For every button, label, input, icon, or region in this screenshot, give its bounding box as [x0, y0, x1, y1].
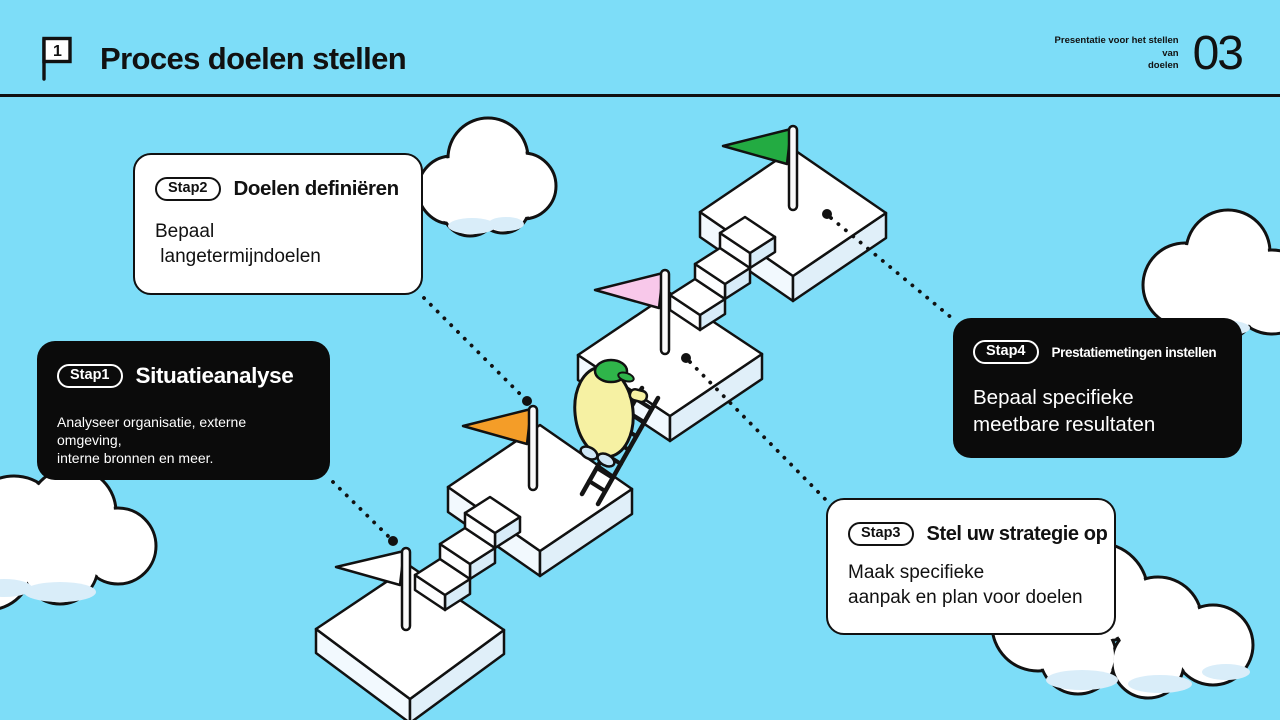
- step-body: Bepaal langetermijndoelen: [155, 221, 321, 267]
- flag-platform-4: [721, 124, 799, 212]
- step-body: Maak specifieke aanpak en plan voor doel…: [848, 562, 1083, 608]
- page-number: 03: [1192, 27, 1244, 80]
- slide-header: 1 Proces doelen stellen Presentatie voor…: [0, 0, 1280, 97]
- step-title: Situatieanalyse: [135, 363, 294, 388]
- character-cap-brim: [617, 371, 635, 383]
- step-card-stap4: Stap4 Prestatiemetingen instellen Bepaal…: [953, 318, 1242, 458]
- step-card-stap1: Stap1 Situatieanalyse Analyseer organisa…: [37, 341, 330, 480]
- step-body: Analyseer organisatie, externe omgeving,…: [57, 414, 247, 467]
- cloud-bottom-left: [0, 466, 158, 610]
- connector-dots: [388, 209, 832, 546]
- header-subtitle: Presentatie voor het stellen van doelen: [1054, 35, 1179, 72]
- connector-stap1: [331, 480, 390, 538]
- flag-platform-3: [593, 268, 671, 356]
- climbing-character: [573, 358, 649, 468]
- character-hand: [628, 388, 649, 404]
- stairs-lower: [413, 495, 522, 612]
- cloud-right: [1141, 208, 1280, 342]
- step-card-stap3: Stap3 Stel uw strategie op Maak specifie…: [826, 498, 1116, 635]
- connector-stap3: [688, 360, 828, 502]
- step-title: Doelen definiëren: [233, 177, 400, 200]
- cloud-top-center: [416, 116, 558, 238]
- stairs-upper: [668, 215, 777, 332]
- step-body: Bepaal specifieke meetbare resultaten: [973, 386, 1156, 436]
- flag-icon-number: 1: [53, 43, 62, 60]
- flag-platform-2: [461, 404, 539, 492]
- flag-number-icon: 1: [42, 36, 72, 81]
- step-badge: Stap1: [57, 364, 123, 388]
- step-badge: Stap4: [973, 340, 1039, 364]
- connector-stap2: [422, 296, 524, 398]
- connectors: [331, 216, 955, 538]
- character-shoe: [596, 452, 616, 468]
- step-badge: Stap2: [155, 177, 221, 201]
- flag-platform-1: [334, 546, 412, 632]
- step-title: Stel uw strategie op: [926, 522, 1108, 545]
- step-badge: Stap3: [848, 522, 914, 546]
- step-card-stap2: Stap2 Doelen definiëren Bepaal langeterm…: [133, 153, 423, 295]
- page-title: Proces doelen stellen: [100, 41, 407, 76]
- step-title: Prestatiemetingen instellen: [1051, 344, 1217, 360]
